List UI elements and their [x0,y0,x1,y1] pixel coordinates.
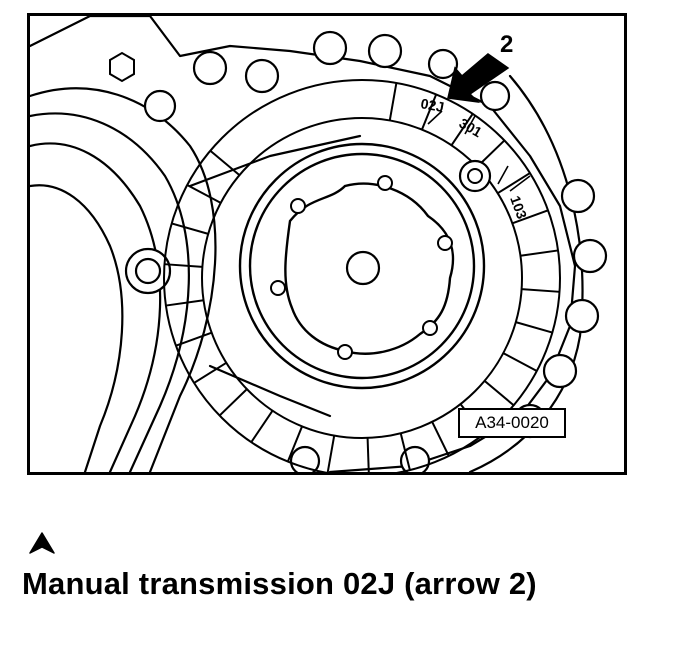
flange-rib [175,331,212,347]
flange-rib [388,82,398,121]
lower-rib [208,364,332,418]
upper-rib [188,134,362,188]
flange-rib [497,172,531,195]
flange-rib [366,437,370,472]
scale-mark-02j: 02J [419,95,445,115]
seal-ring-outer [238,142,486,390]
flange-rib [515,321,553,334]
flange-rib [165,299,204,307]
flange-rib [326,435,336,472]
housing-contour-3 [30,142,162,472]
housing-contour-2 [30,112,190,472]
flange-rib [521,288,560,293]
housing-contour-1 [30,87,217,472]
flange-rib [421,94,438,131]
figure-caption: Manual transmission 02J (arrow 2) [22,566,537,601]
flange-rib [193,361,227,384]
flange-rib [209,149,241,176]
flange-rib [250,410,274,443]
flange-rib [502,352,538,372]
reference-code-label: A34-0020 [458,408,566,438]
transmission-diagram: 2 02J 301 103 [27,13,627,475]
flange-rib [286,425,303,462]
hex-nut [109,51,135,83]
scale-mark-103: 103 [507,194,530,222]
arrow-2-icon [447,53,510,104]
flange-rib [186,184,222,204]
inner-hub [284,182,455,355]
flange-rib [450,113,474,146]
flange-rib [431,421,450,457]
housing-contour-4 [30,184,124,472]
flange-rib [483,380,515,407]
index-bolt-core [467,168,483,184]
flange-rib [164,263,203,268]
triangle-pointer-icon [29,532,55,554]
arrow-number: 2 [500,31,513,58]
flange-rib [520,249,559,257]
flange-rib [218,388,248,417]
flange-rib [171,222,209,235]
center-bore [345,250,381,286]
flange-rib [399,433,411,471]
ribbed-flange [163,79,561,472]
diagram-drawing: 2 02J 301 103 [30,16,608,472]
seal-ring-inner [248,152,476,380]
flange-rib [512,209,549,225]
hub-bolts [270,175,453,360]
